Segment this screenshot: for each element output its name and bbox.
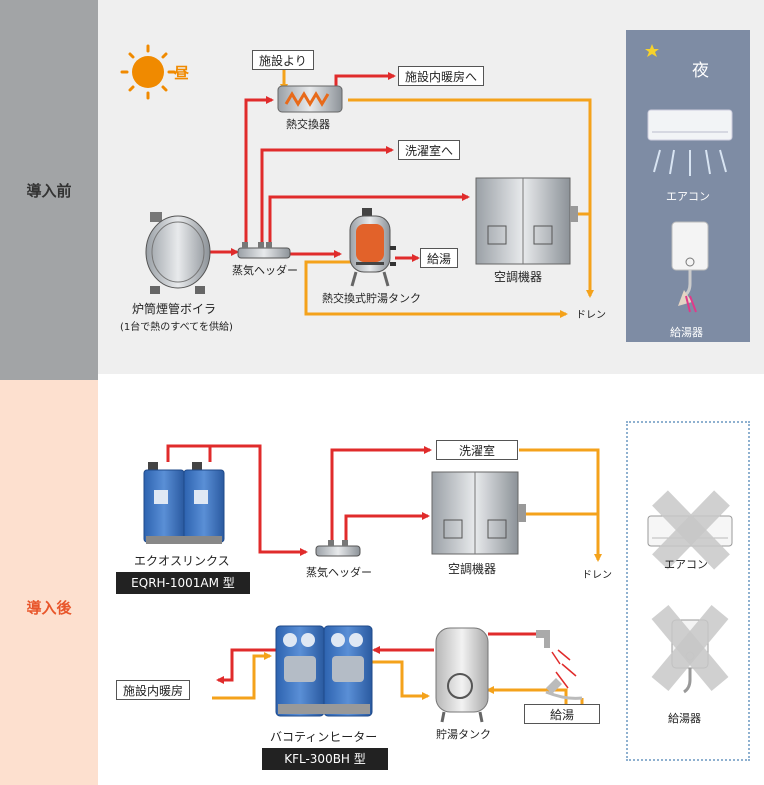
vacotin-heater-icon bbox=[275, 625, 373, 717]
storage-tank-label: 貯湯タンク bbox=[436, 728, 491, 741]
night-label: 夜 bbox=[692, 61, 709, 81]
air-handling-unit-icon bbox=[475, 177, 578, 265]
crossed-aircon-icon bbox=[647, 490, 733, 570]
storage-tank-exchanger-label: 熱交換式貯湯タンク bbox=[322, 292, 421, 305]
moon-star-icon bbox=[645, 44, 684, 77]
day-label: 昼 bbox=[174, 64, 190, 82]
to-laundry-label: 洗濯室へ bbox=[398, 140, 461, 160]
flue-tube-boiler-icon bbox=[145, 212, 211, 294]
air-conditioner-unit-label: 空調機器 bbox=[494, 270, 543, 284]
section-before-bar bbox=[0, 0, 98, 380]
boiler-note-label: (1台で熱のすべてを供給) bbox=[120, 322, 233, 333]
steam-header-label: 蒸気ヘッダー bbox=[232, 264, 298, 277]
laundry-label: 洗濯室 bbox=[436, 440, 518, 460]
air-conditioner-unit-label-after: 空調機器 bbox=[448, 562, 497, 576]
aircon-label: エアコン bbox=[666, 190, 710, 203]
drain-label-after: ドレン bbox=[582, 570, 612, 581]
sun-icon bbox=[120, 44, 176, 100]
steam-header-icon bbox=[237, 242, 291, 259]
heat-exchanger-icon bbox=[277, 85, 343, 113]
section-after-bar bbox=[0, 380, 98, 785]
water-heater-icon bbox=[671, 221, 709, 313]
water-heater-label: 給湯器 bbox=[670, 326, 703, 339]
to-facility-heating-label: 施設内暖房へ bbox=[398, 66, 485, 86]
section-before-label: 導入前 bbox=[26, 182, 72, 200]
hot-water-supply-label-after: 給湯 bbox=[524, 704, 600, 724]
from-facility-label: 施設より bbox=[252, 50, 314, 70]
heat-exchange-storage-tank-icon bbox=[349, 208, 396, 287]
boiler-name-label: 炉筒煙管ボイラ bbox=[132, 302, 217, 316]
facility-heating-label: 施設内暖房 bbox=[116, 680, 191, 700]
air-handling-unit-icon bbox=[431, 471, 526, 555]
wall-aircon-icon bbox=[647, 109, 733, 176]
product1-model-label: EQRH-1001AM 型 bbox=[116, 572, 250, 594]
aircon-label-after: エアコン bbox=[664, 558, 708, 571]
product1-name-label: エクオスリンクス bbox=[134, 554, 230, 568]
heat-exchanger-label: 熱交換器 bbox=[286, 118, 330, 131]
water-heater-label-after: 給湯器 bbox=[668, 712, 701, 725]
steam-header-label-after: 蒸気ヘッダー bbox=[306, 566, 372, 579]
storage-tank-icon bbox=[435, 627, 489, 723]
drain-label: ドレン bbox=[576, 310, 606, 321]
equos-links-boiler-icon bbox=[143, 462, 225, 544]
crossed-water-heater-icon bbox=[651, 604, 729, 694]
hot-water-supply-label: 給湯 bbox=[420, 248, 459, 268]
product2-name-label: バコティンヒーター bbox=[270, 730, 378, 744]
faucet-shower-icon bbox=[536, 630, 583, 700]
product2-model-label: KFL-300BH 型 bbox=[262, 748, 388, 770]
removed-equipment-box bbox=[626, 421, 750, 761]
section-after-label: 導入後 bbox=[26, 599, 72, 617]
steam-header-icon bbox=[315, 540, 361, 557]
